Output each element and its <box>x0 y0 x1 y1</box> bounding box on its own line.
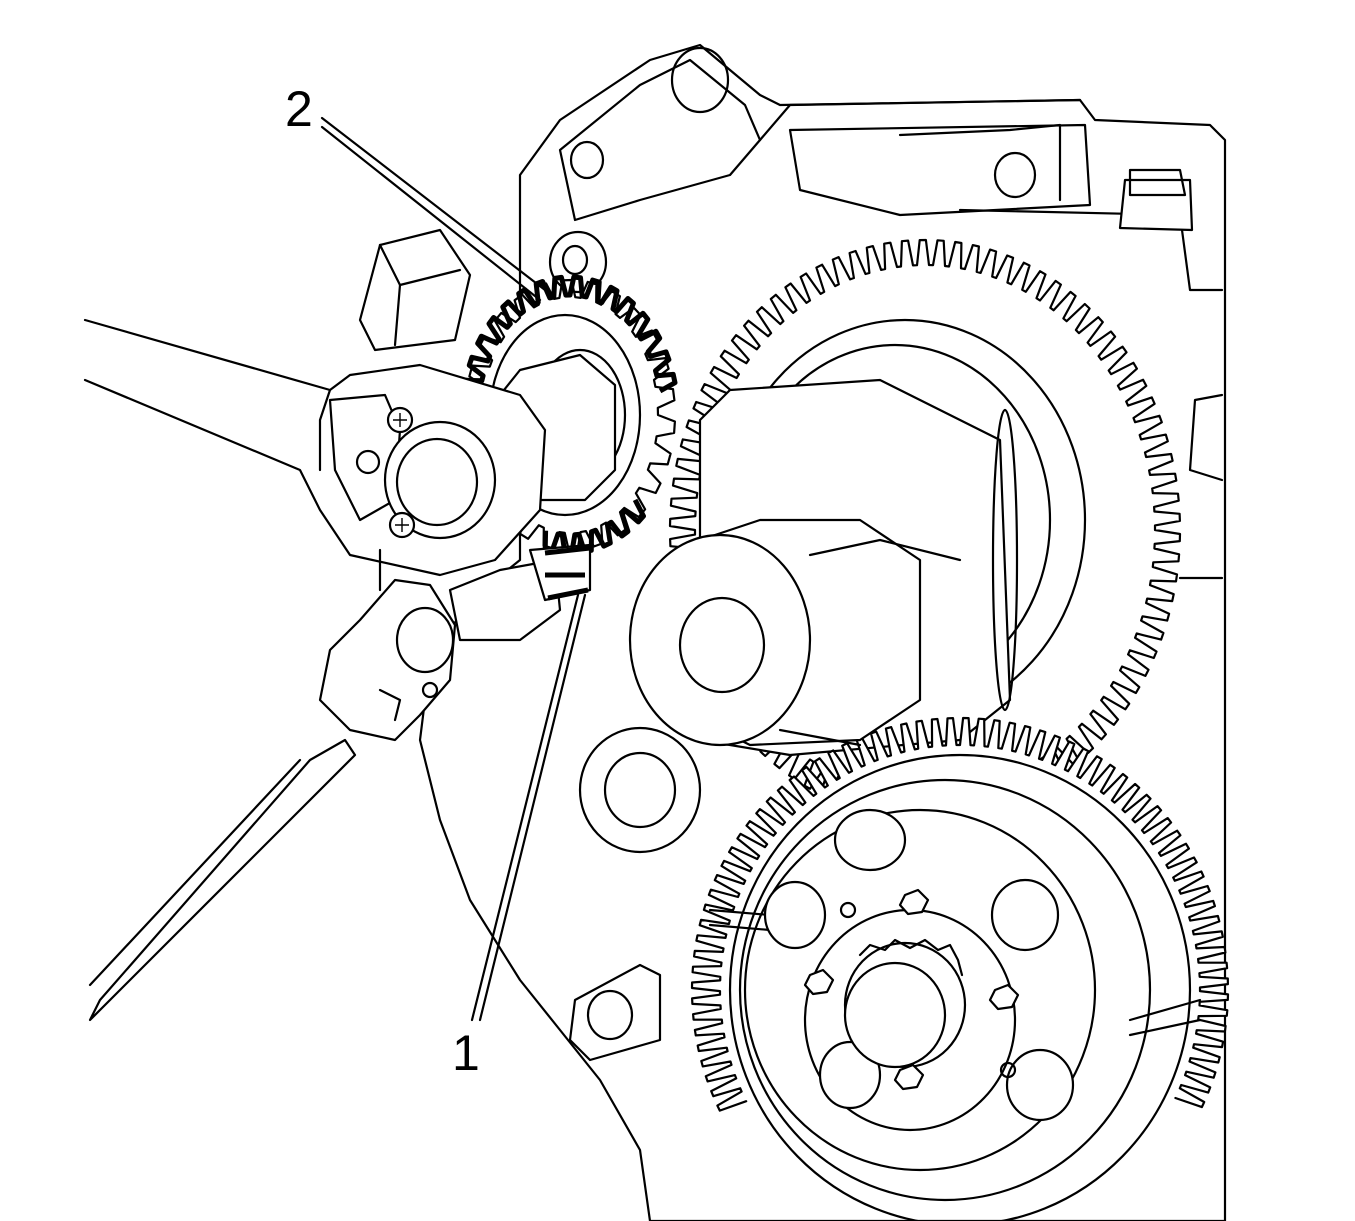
leader-line-1b <box>478 593 587 1022</box>
ratchet-wrench <box>83 318 547 592</box>
crank-gear <box>690 716 1230 1221</box>
leader-line-1 <box>470 593 580 1022</box>
leader-line-2 <box>320 125 542 302</box>
idler-spindle <box>628 518 962 747</box>
socket-extension <box>88 543 592 1022</box>
callout-1: 1 <box>452 1025 480 1081</box>
callout-2: 2 <box>285 81 313 137</box>
leader-line-2b <box>320 116 547 292</box>
